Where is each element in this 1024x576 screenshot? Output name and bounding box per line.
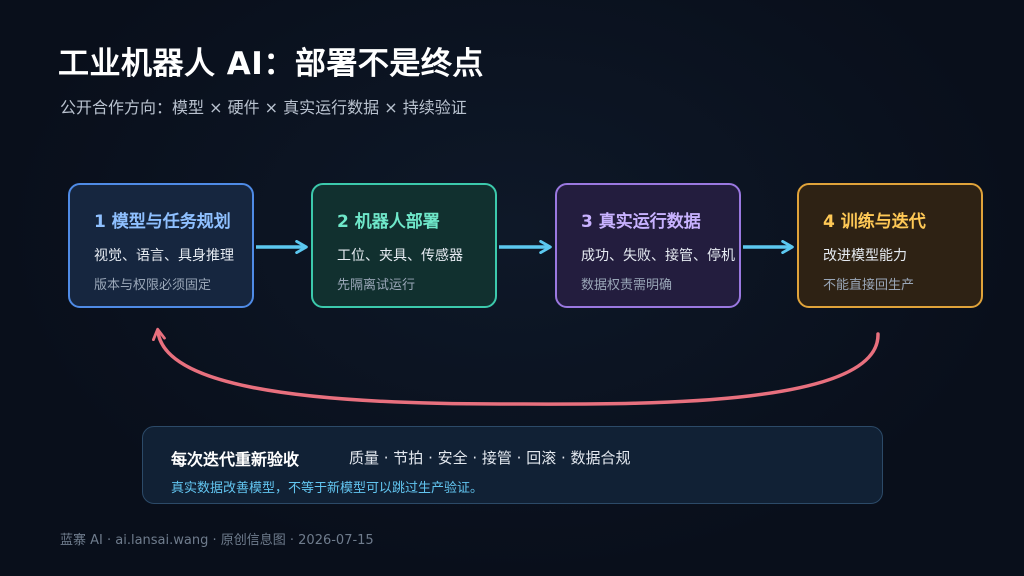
stage-detail: 成功、失败、接管、停机 — [581, 248, 735, 264]
summary-title: 每次迭代重新验收 — [171, 450, 300, 469]
acceptance-summary-box: 每次迭代重新验收 质量 · 节拍 · 安全 · 接管 · 回滚 · 数据合规 真… — [142, 426, 883, 504]
footer-credit: 蓝寨 AI · ai.lansai.wang · 原创信息图 · 2026-07… — [60, 533, 374, 548]
stage-detail: 改进模型能力 — [823, 248, 907, 264]
feedback-loop-arrow — [152, 327, 880, 406]
stage-detail: 工位、夹具、传感器 — [337, 248, 463, 264]
page-title: 工业机器人 AI：部署不是终点 — [58, 46, 484, 82]
page-subtitle: 公开合作方向：模型 × 硬件 × 真实运行数据 × 持续验证 — [60, 98, 467, 117]
stage-note: 不能直接回生产 — [823, 278, 915, 293]
stage-title: 4 训练与迭代 — [823, 212, 926, 232]
stage-card-model-planning: 1 模型与任务规划 视觉、语言、具身推理 版本与权限必须固定 — [68, 183, 254, 308]
stage-card-robot-deployment: 2 机器人部署 工位、夹具、传感器 先隔离试运行 — [311, 183, 497, 308]
stage-note: 数据权责需明确 — [581, 278, 673, 293]
stage-note: 先隔离试运行 — [337, 278, 416, 293]
stage-title: 1 模型与任务规划 — [94, 212, 231, 232]
stage-title: 3 真实运行数据 — [581, 212, 701, 232]
summary-criteria: 质量 · 节拍 · 安全 · 接管 · 回滚 · 数据合规 — [349, 449, 631, 467]
stage-card-runtime-data: 3 真实运行数据 成功、失败、接管、停机 数据权责需明确 — [555, 183, 741, 308]
summary-note: 真实数据改善模型，不等于新模型可以跳过生产验证。 — [171, 481, 484, 496]
stage-title: 2 机器人部署 — [337, 212, 440, 232]
stage-detail: 视觉、语言、具身推理 — [94, 248, 234, 264]
stage-card-training-iteration: 4 训练与迭代 改进模型能力 不能直接回生产 — [797, 183, 983, 308]
stage-note: 版本与权限必须固定 — [94, 278, 212, 293]
